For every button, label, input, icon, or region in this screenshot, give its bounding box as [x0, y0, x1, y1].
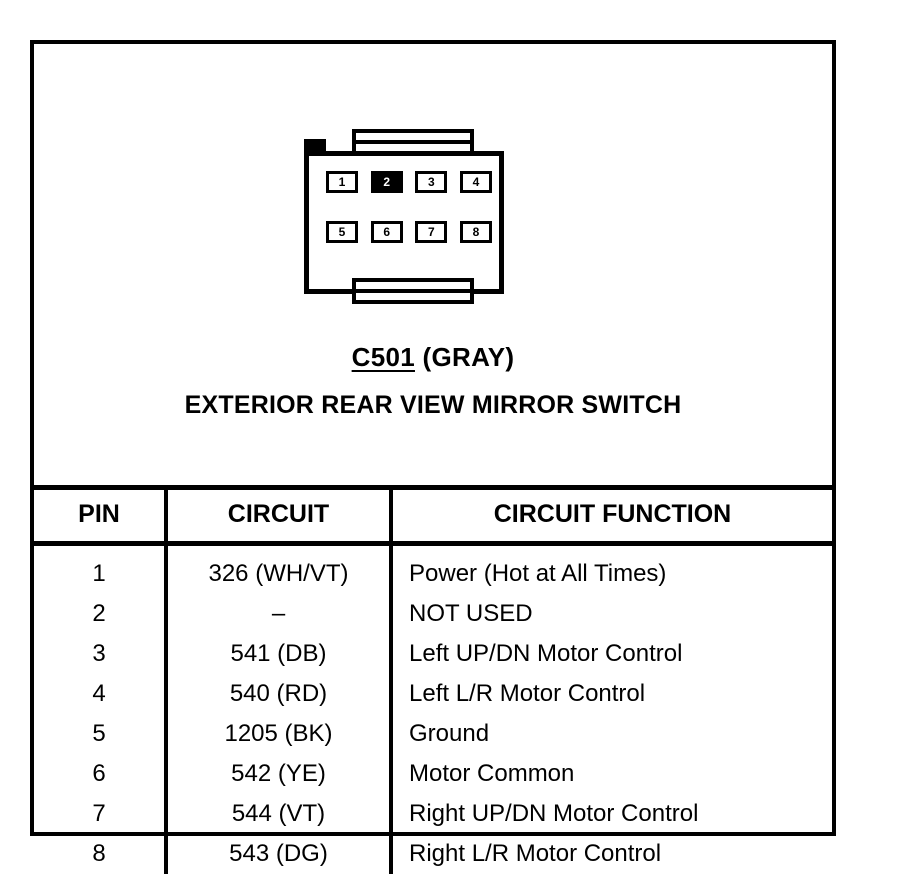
table-row: 4 540 (RD) Left L/R Motor Control [34, 674, 832, 714]
table-row: 8 543 (DG) Right L/R Motor Control [34, 834, 832, 874]
cell-pin: 3 [34, 634, 168, 674]
cell-function: Right L/R Motor Control [409, 840, 662, 867]
table-row: 6 542 (YE) Motor Common [34, 754, 832, 794]
cell-pin: 6 [34, 754, 168, 794]
connector-bottom-tab [352, 278, 474, 304]
connector-pin-3[interactable]: 3 [415, 171, 448, 193]
cell-pin: 5 [34, 714, 168, 754]
connector-color-label-spacer [415, 342, 423, 372]
connector-pin-6[interactable]: 6 [370, 221, 403, 243]
cell-function: Power (Hot at All Times) [409, 560, 667, 587]
cell-circuit: – [166, 594, 393, 634]
cell-function: NOT USED [409, 600, 533, 627]
table-body: 1 326 (WH/VT) Power (Hot at All Times) 2… [34, 543, 832, 874]
table-row: 1 326 (WH/VT) Power (Hot at All Times) [34, 543, 832, 594]
connector-code: C501 [351, 342, 415, 372]
connector-pin-row-top: 1 2 3 4 [326, 171, 492, 193]
connector-pin-grid: 1 2 3 4 5 6 7 8 [326, 171, 492, 267]
cell-circuit: 542 (YE) [166, 754, 393, 794]
table-row: 5 1205 (BK) Ground [34, 714, 832, 754]
connector-diagram-region: 1 2 3 4 5 6 7 8 C501 (GRAY) EXTERIOR REA… [34, 44, 832, 485]
connector-pin-8[interactable]: 8 [459, 221, 492, 243]
cell-circuit: 326 (WH/VT) [166, 543, 393, 594]
cell-circuit: 1205 (BK) [166, 714, 393, 754]
cell-function: Motor Common [409, 760, 575, 787]
connector-color-label: (GRAY) [422, 342, 515, 372]
connector-pin-7[interactable]: 7 [415, 221, 448, 243]
cell-circuit: 541 (DB) [166, 634, 393, 674]
cell-circuit: 544 (VT) [166, 794, 393, 834]
cell-circuit: 543 (DG) [166, 834, 393, 874]
table-separator [34, 485, 832, 490]
cell-function: Ground [409, 720, 490, 747]
cell-function: Right UP/DN Motor Control [409, 800, 699, 827]
diagram-frame: 1 2 3 4 5 6 7 8 C501 (GRAY) EXTERIOR REA… [30, 40, 836, 874]
cell-pin: 2 [34, 594, 168, 634]
cell-pin: 7 [34, 794, 168, 834]
table-row: 2 – NOT USED [34, 594, 832, 634]
column-header-pin: PIN [34, 490, 168, 546]
column-header-circuit: CIRCUIT [166, 490, 393, 546]
cell-function: Left L/R Motor Control [409, 680, 646, 707]
connector-pin-4[interactable]: 4 [459, 171, 492, 193]
connector-top-tab-divider [356, 140, 470, 144]
cell-pin: 4 [34, 674, 168, 714]
connector-bottom-tab-divider [356, 289, 470, 293]
cell-circuit: 540 (RD) [166, 674, 393, 714]
pin-assignment-table: PIN CIRCUIT CIRCUIT FUNCTION 1 326 (WH/V… [34, 490, 832, 874]
connector-pin-2[interactable]: 2 [370, 171, 403, 193]
cell-function: Left UP/DN Motor Control [409, 640, 683, 667]
table-header-row: PIN CIRCUIT CIRCUIT FUNCTION [34, 490, 832, 546]
column-header-circuit-function: CIRCUIT FUNCTION [391, 490, 832, 546]
cell-pin: 8 [34, 834, 168, 874]
connector-title: C501 (GRAY) [34, 342, 832, 373]
connector-pin-row-bottom: 5 6 7 8 [326, 221, 492, 243]
table-row: 3 541 (DB) Left UP/DN Motor Control [34, 634, 832, 674]
connector-pin-5[interactable]: 5 [326, 221, 358, 243]
cell-pin: 1 [34, 543, 168, 594]
connector-name: EXTERIOR REAR VIEW MIRROR SWITCH [184, 391, 682, 419]
connector-illustration: 1 2 3 4 5 6 7 8 [304, 129, 514, 304]
table-row: 7 544 (VT) Right UP/DN Motor Control [34, 794, 832, 834]
connector-pin-1[interactable]: 1 [326, 171, 358, 193]
